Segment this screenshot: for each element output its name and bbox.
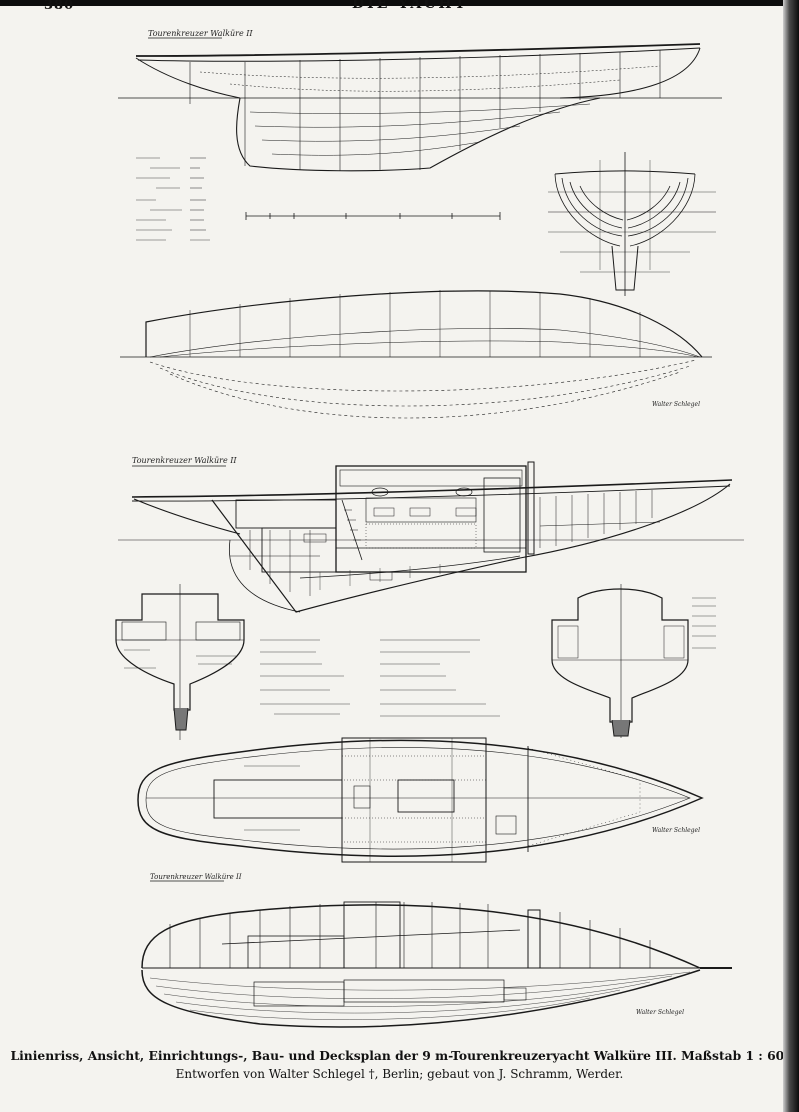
accommodation-plan: Walter Schlegel [137,737,704,863]
lines-plan-profile: Tourenkreuzer Walküre II [118,29,722,172]
construction-plan-title: Tourenkreuzer Walküre II [132,456,237,465]
scan-edge-top [0,0,799,6]
half-breadth-plan: Walter Schlegel [120,290,712,419]
body-plan [548,152,716,296]
figure-caption: Linienriss, Ansicht, Einrichtungs-, Bau-… [10,1048,789,1063]
construction-profile: Tourenkreuzer Walküre II [118,456,744,613]
deck-plan-title: Tourenkreuzer Walküre II [150,873,242,881]
scantlings-notes [260,639,500,717]
figure-credits: Entworfen von Walter Schlegel †, Berlin;… [175,1067,624,1081]
scan-edge-right [783,0,799,1112]
accommodation-signature: Walter Schlegel [652,827,700,834]
midship-section-left [115,584,245,740]
journal-title: DIE YACHT [352,0,468,12]
lines-plan-title: Tourenkreuzer Walküre II [148,29,253,38]
lines-plan-signature: Walter Schlegel [652,401,700,408]
spec-table [136,157,501,241]
deck-plan-signature: Walter Schlegel [636,1009,684,1016]
deck-plan: Tourenkreuzer Walküre II [141,873,732,1028]
page-number: 380 [44,0,75,13]
midship-section-right [551,584,716,738]
